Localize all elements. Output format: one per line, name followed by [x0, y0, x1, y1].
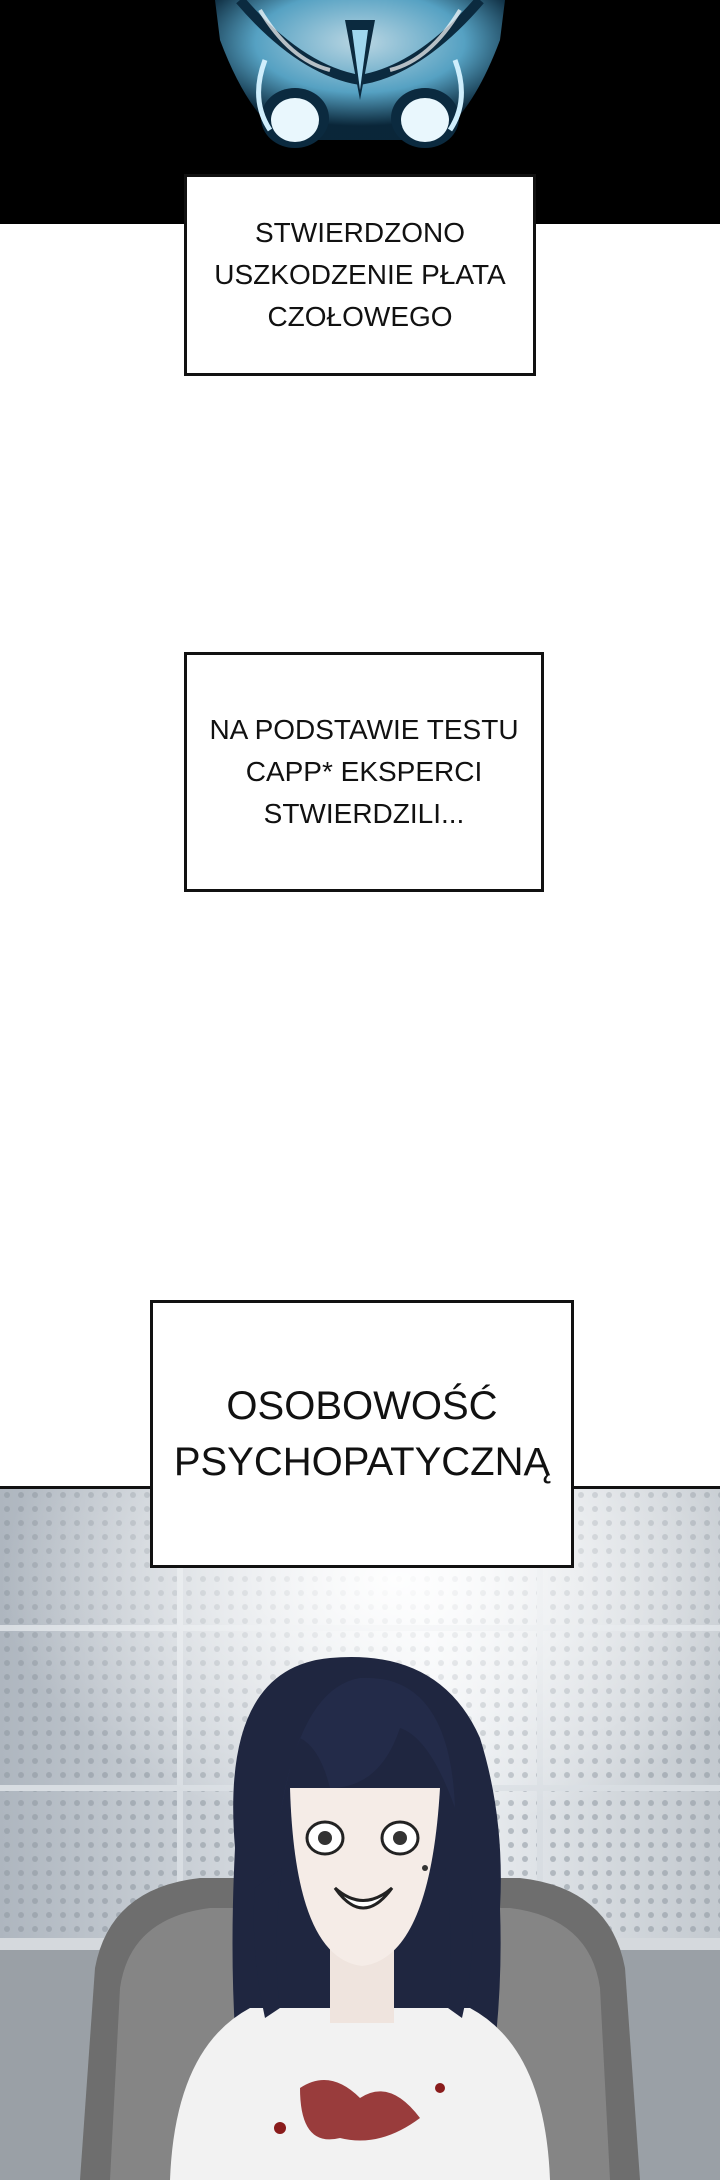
caption-frontal-lobe-damage: STWIERDZONO USZKODZENIE PŁATA CZOŁOWEGO [184, 174, 536, 376]
caption-diagnosis: OSOBOWOŚĆ PSYCHOPATYCZNĄ [150, 1300, 574, 1568]
character-panel [0, 1488, 720, 2180]
caption-frontal-lobe-text: STWIERDZONO USZKODZENIE PŁATA CZOŁOWEGO [214, 217, 506, 332]
caption-diagnosis-text: OSOBOWOŚĆ PSYCHOPATYCZNĄ [173, 1384, 551, 1484]
caption-capp-text: NA PODSTAWIE TESTU CAPP* EKSPERCI STWIER… [209, 714, 519, 829]
caption-capp-test: NA PODSTAWIE TESTU CAPP* EKSPERCI STWIER… [184, 652, 544, 892]
skull-xray-illustration [215, 0, 505, 148]
xray-panel [0, 0, 720, 224]
smiling-girl-illustration [0, 1488, 720, 2180]
